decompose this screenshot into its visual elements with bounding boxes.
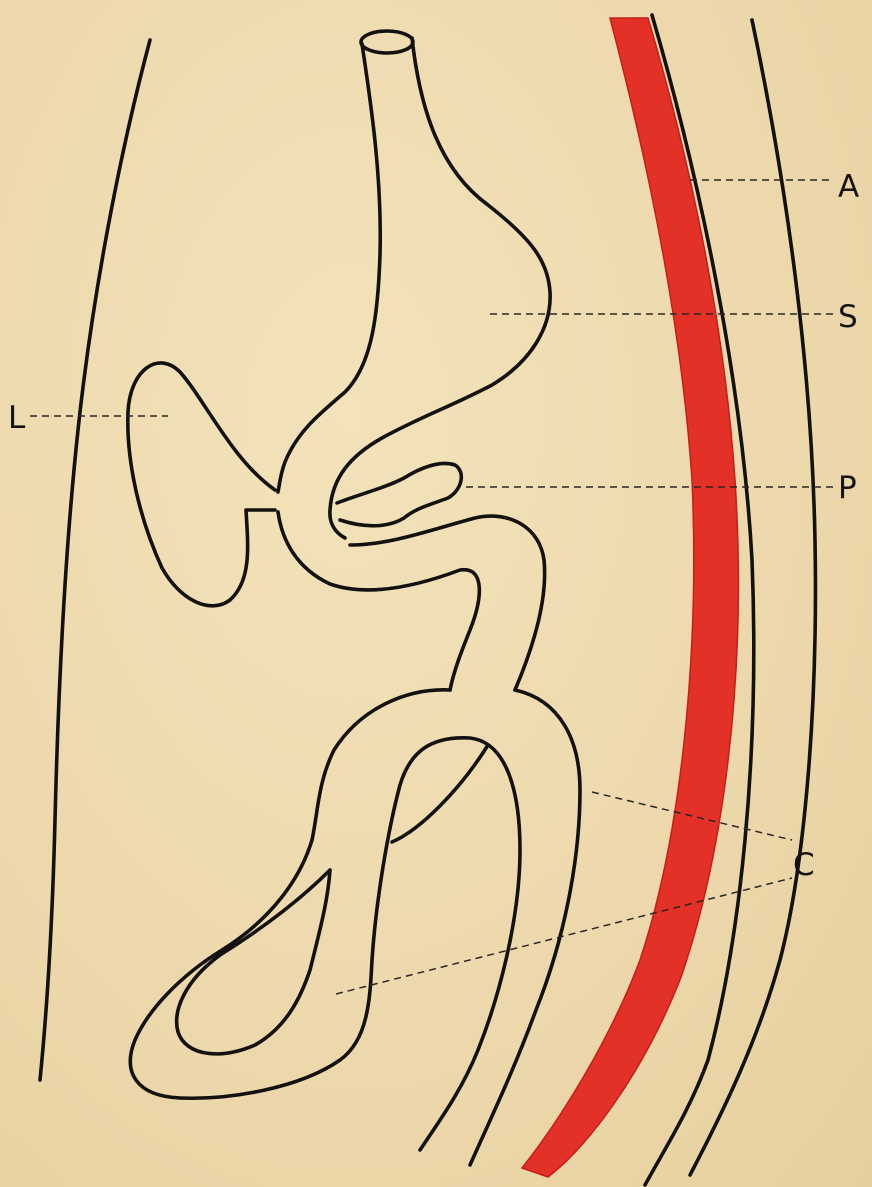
label-a: A: [838, 172, 859, 203]
label-p: P: [838, 473, 857, 504]
colon-crossing-limb: [392, 745, 488, 842]
label-c: C: [793, 850, 815, 881]
pancreas-outline: [337, 463, 461, 525]
label-l: L: [8, 403, 25, 434]
esophagus-opening: [361, 31, 413, 53]
aorta-band: [522, 18, 738, 1177]
label-s: S: [838, 302, 858, 333]
colon-loop-outline: [130, 690, 520, 1150]
leader-line-colon-lower: [336, 878, 792, 994]
left-body-wall: [40, 40, 150, 1080]
duodenum-outline: [278, 512, 545, 690]
stomach-outline: [278, 38, 550, 538]
liver-outline: [128, 363, 275, 606]
